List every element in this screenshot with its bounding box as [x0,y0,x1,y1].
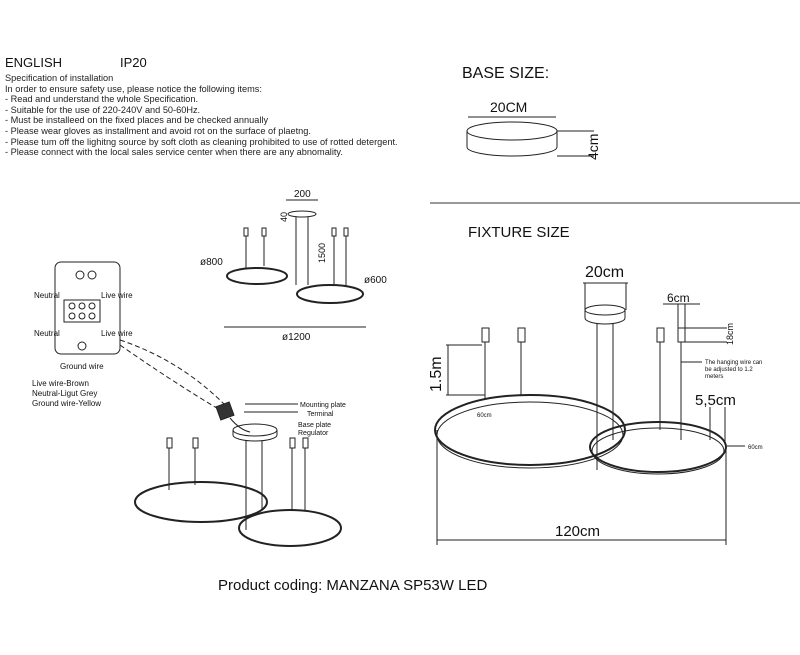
language-label: ENGLISH [5,55,63,70]
overview-ring-small-label: ø600 [364,275,387,286]
drawing-line [68,302,76,310]
overview-total-label: ø1200 [282,332,311,343]
drawing-line [166,437,173,449]
spec-item: - Suitable for the use of 220-240V and 5… [5,104,201,115]
drawing-line [261,227,267,237]
drawing-line [481,327,490,343]
ground-label: Ground wire [60,362,104,371]
wire-color-legend: Neutral-Ligut Grey [32,389,97,398]
drawing-line [232,430,278,442]
drawing-line [302,437,309,449]
drawing-line [87,270,97,280]
drawing-line [517,327,526,343]
wire-note: meters [705,374,723,380]
base-height-label: 4cm [585,134,601,160]
specification-text: Specification of installation In order t… [5,73,398,158]
spec-item: - Must be installeed on the fixed places… [5,115,269,126]
wire-color-legend: Ground wire-Yellow [32,399,101,408]
drawing-line [656,327,665,343]
drawing-line [75,270,85,280]
drawing-line [232,423,278,437]
holder-height-label: 18cm [725,323,735,345]
drawing-line [466,131,558,157]
spec-item: - Please connect with the local sales se… [5,147,343,158]
large-ring-label: 60cm [477,413,492,419]
total-width-label: 120cm [555,523,600,540]
spec-item: - Please tum off the lighitng source by … [5,136,398,147]
drawing-line [78,302,86,310]
drawing-line [68,312,76,320]
base-plate-label: Base plate [298,422,331,429]
drawing-line [119,344,221,411]
drawing-line [296,284,364,304]
drawing-line [77,341,87,351]
mounting-plate-label: Mounting plate [300,402,346,409]
drawing-line [238,509,342,547]
drawing-line [289,437,296,449]
drawing-line [134,481,268,523]
spec-title: Specification of installation [5,73,114,83]
drawing-line [434,394,626,466]
overview-canopy-h-label: 40 [279,212,289,222]
drawing-line [677,327,686,343]
drawing-line [119,339,226,406]
base-drawing: 20CM 4cm [466,99,601,160]
base-size-title: BASE SIZE: [462,65,549,82]
neutral-top-label: Neutral [34,291,60,300]
drawing-line [331,227,337,237]
spec-item: - Please wear gloves as installment and … [5,125,311,136]
neutral-bottom-label: Neutral [34,329,60,338]
install-drawing: Mounting plate Terminal Base plate Regul… [134,401,346,547]
drawing-line [192,437,199,449]
spec-item: - Read and understand the whole Specific… [5,94,199,105]
drawing-line [589,421,727,473]
drawing-line [215,401,235,421]
wire-note: The hanging wire can [705,360,762,366]
drawing-line [466,121,558,141]
overview-canopy-label: 200 [294,189,311,200]
overview-ring-large-label: ø800 [200,257,223,268]
drawing-line [287,210,317,218]
drop-label: 1.5m [428,356,445,392]
drawing-line [78,312,86,320]
overview-drawing: 200 40 1500 ø800 ø600 ø1200 [200,189,387,343]
spec-intro: In order to ensure safety use, please no… [5,83,262,94]
live-top-label: Live wire [101,291,133,300]
drawing-line [243,227,249,237]
small-ring-label: 60cm [748,445,763,451]
live-bottom-label: Live wire [101,329,133,338]
drawing-line [88,312,96,320]
holder-width-label: 6cm [667,291,690,305]
overview-drop-label: 1500 [317,243,327,263]
terminal-label: Terminal [307,411,334,418]
drawing-line [88,302,96,310]
drawing-line [54,261,121,355]
drawing-line [343,227,349,237]
wire-note: be adjusted to 1.2 [705,367,753,373]
drawing-line [584,304,626,316]
product-coding: Product coding: MANZANA SP53W LED [218,577,488,594]
wiring-diagram: Neutral Live wire Neutral Live wire Grou… [32,261,226,411]
canopy-diameter-label: 20cm [585,264,624,281]
drawing-line [63,299,101,323]
ring-thickness-label: 5,5cm [695,392,736,409]
drawing-line [584,310,626,325]
drawing-line [229,417,251,433]
drawing-line [226,267,288,285]
wire-color-legend: Live wire-Brown [32,379,89,388]
fixture-size-title: FIXTURE SIZE [468,224,570,241]
regulator-label: Regulator [298,430,329,437]
base-diameter-label: 20CM [490,99,527,115]
ip-rating: IP20 [120,55,147,70]
fixture-drawing: 20cm 6cm 18cm The hanging wire can be ad… [428,264,763,545]
drawing-line [591,427,725,475]
